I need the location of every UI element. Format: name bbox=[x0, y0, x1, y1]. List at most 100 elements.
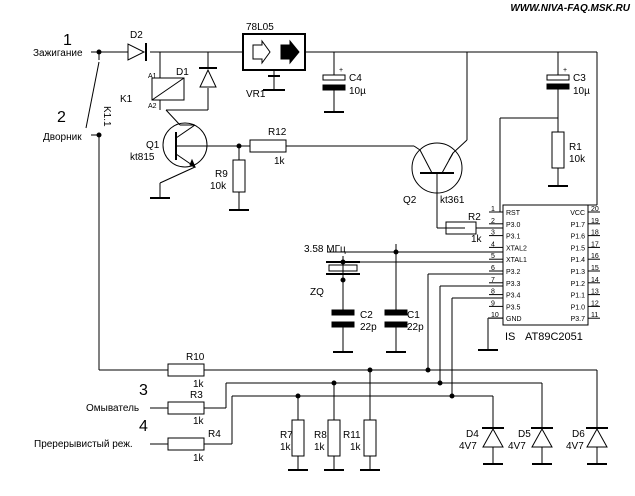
ic-pin-name: P3.5 bbox=[506, 304, 521, 311]
ic-pins: 1RST2P3.03P3.14XTAL25XTAL16P3.27P3.38P3.… bbox=[489, 206, 600, 323]
k1-label: K1 bbox=[120, 94, 133, 105]
ic-pin-name: P3.4 bbox=[506, 293, 521, 300]
ic-pin-number: 6 bbox=[491, 265, 495, 272]
ic-pin-number: 4 bbox=[491, 241, 495, 248]
input-3-number: 3 bbox=[139, 382, 148, 399]
r7-value: 1k bbox=[280, 442, 292, 453]
ic-pin-number: 10 bbox=[491, 312, 499, 319]
ic-pin-number: 17 bbox=[591, 241, 599, 248]
ic-pin-name: P3.3 bbox=[506, 281, 521, 288]
resistor-r1: R1 10k bbox=[548, 131, 586, 187]
ic-pin-name: P1.2 bbox=[571, 281, 586, 288]
r1-value: 10k bbox=[569, 154, 586, 165]
ic-pin-name: P1.1 bbox=[571, 293, 586, 300]
input-4-label: Пререрывистый реж. bbox=[34, 439, 133, 450]
ic-pin-name: GND bbox=[506, 316, 522, 323]
ic-pin-name: P1.7 bbox=[571, 222, 586, 229]
r8-value: 1k bbox=[314, 442, 326, 453]
r3-value: 1k bbox=[193, 416, 205, 427]
ic-pin-number: 5 bbox=[491, 253, 495, 260]
resistor-r12: R12 1k bbox=[249, 127, 421, 167]
zener-d4: D4 4V7 bbox=[459, 427, 504, 465]
capacitor-c4: + C4 10µ bbox=[322, 67, 366, 113]
ic-type-label: AT89C2051 bbox=[525, 331, 583, 343]
input-2-label: Дворник bbox=[43, 132, 82, 143]
ic-pin-name: P1.0 bbox=[571, 304, 586, 311]
regulator-vr1: 78L05 VR1 bbox=[242, 22, 306, 100]
diode-d2: D2 bbox=[127, 30, 147, 61]
c4-label: C4 bbox=[349, 73, 362, 84]
r3-label: R3 bbox=[190, 390, 203, 401]
zq-freq-label: 3.58 МГц bbox=[304, 244, 346, 255]
r11-label: R11 bbox=[343, 430, 361, 441]
d4-label: D4 bbox=[466, 429, 479, 440]
vr1-type-label: 78L05 bbox=[246, 22, 274, 33]
resistor-r8: R8 1k bbox=[314, 383, 344, 471]
ic-ref-label: IS bbox=[505, 331, 515, 343]
ic-pin-name: P3.2 bbox=[506, 269, 521, 276]
ic-pin-name: P3.7 bbox=[571, 316, 586, 323]
transistor-q2: Q2 kt361 bbox=[403, 142, 465, 229]
d4-value: 4V7 bbox=[459, 441, 477, 452]
input-1-label: Зажигание bbox=[33, 48, 83, 59]
top-rail-wires bbox=[91, 51, 598, 213]
resistor-r7: R7 1k bbox=[280, 396, 308, 471]
input-2-number: 2 bbox=[57, 109, 66, 126]
ic-pin-name: P3.0 bbox=[506, 222, 521, 229]
ic-pin-name: P1.6 bbox=[571, 234, 586, 241]
resistor-r2: R2 1k bbox=[445, 212, 503, 245]
ic-at89c2051: 1RST2P3.03P3.14XTAL25XTAL16P3.27P3.38P3.… bbox=[478, 204, 600, 351]
q1-label: Q1 bbox=[146, 140, 160, 151]
d2-label: D2 bbox=[130, 30, 143, 41]
ic-pin-number: 19 bbox=[591, 218, 599, 225]
capacitor-c1: C1 22p bbox=[384, 309, 424, 353]
diode-d1: D1 bbox=[176, 67, 217, 88]
resistor-r4: R4 1k bbox=[150, 393, 494, 464]
ic-pin-number: 7 bbox=[491, 277, 495, 284]
c3-plus: + bbox=[563, 67, 567, 74]
r12-value: 1k bbox=[274, 156, 286, 167]
r4-value: 1k bbox=[193, 453, 205, 464]
d5-label: D5 bbox=[518, 429, 531, 440]
capacitor-c2: C2 22p bbox=[331, 309, 377, 353]
resistor-r11: R11 1k bbox=[343, 370, 380, 471]
capacitor-c3: + C3 10µ bbox=[546, 67, 590, 97]
c3-value: 10µ bbox=[573, 86, 590, 97]
r2-value: 1k bbox=[471, 234, 483, 245]
r10-label: R10 bbox=[186, 352, 205, 363]
ic-pin-number: 16 bbox=[591, 253, 599, 260]
resistor-r10: R10 1k bbox=[167, 352, 598, 428]
ic-pin-number: 9 bbox=[491, 300, 495, 307]
ic-pin-name: XTAL1 bbox=[506, 257, 527, 264]
crystal-zq: 3.58 МГц ZQ bbox=[304, 244, 503, 310]
d6-label: D6 bbox=[572, 429, 585, 440]
ic-pin-number: 15 bbox=[591, 265, 599, 272]
ic-pin-number: 8 bbox=[491, 289, 495, 296]
r9-value: 10k bbox=[210, 181, 227, 192]
d5-value: 4V7 bbox=[508, 441, 526, 452]
d6-value: 4V7 bbox=[566, 441, 584, 452]
r10-value: 1k bbox=[193, 379, 205, 390]
ic-pin-name: P1.5 bbox=[571, 245, 586, 252]
c1-label: C1 bbox=[407, 310, 420, 321]
r7-label: R7 bbox=[280, 430, 293, 441]
relay-a1-label: A1 bbox=[148, 73, 157, 80]
ic-pin-number: 13 bbox=[591, 289, 599, 296]
r12-label: R12 bbox=[268, 127, 287, 138]
input-1-number: 1 bbox=[63, 32, 72, 49]
r9-label: R9 bbox=[215, 169, 228, 180]
site-watermark: WWW.NIVA-FAQ.MSK.RU bbox=[510, 3, 630, 14]
d1-label: D1 bbox=[176, 67, 189, 78]
k1-contact-label: K1.1 bbox=[101, 106, 112, 127]
ic-pin-number: 18 bbox=[591, 230, 599, 237]
ic-pin-name: XTAL2 bbox=[506, 245, 527, 252]
r4-label: R4 bbox=[208, 429, 221, 440]
ic-pin-number: 3 bbox=[491, 230, 495, 237]
input-3-label: Омыватель bbox=[86, 403, 139, 414]
r11-value: 1k bbox=[350, 442, 362, 453]
ic-pin-name: P1.4 bbox=[571, 257, 586, 264]
ic-pin-number: 1 bbox=[491, 206, 495, 213]
q2-type: kt361 bbox=[440, 195, 465, 206]
c4-plus: + bbox=[339, 67, 343, 74]
